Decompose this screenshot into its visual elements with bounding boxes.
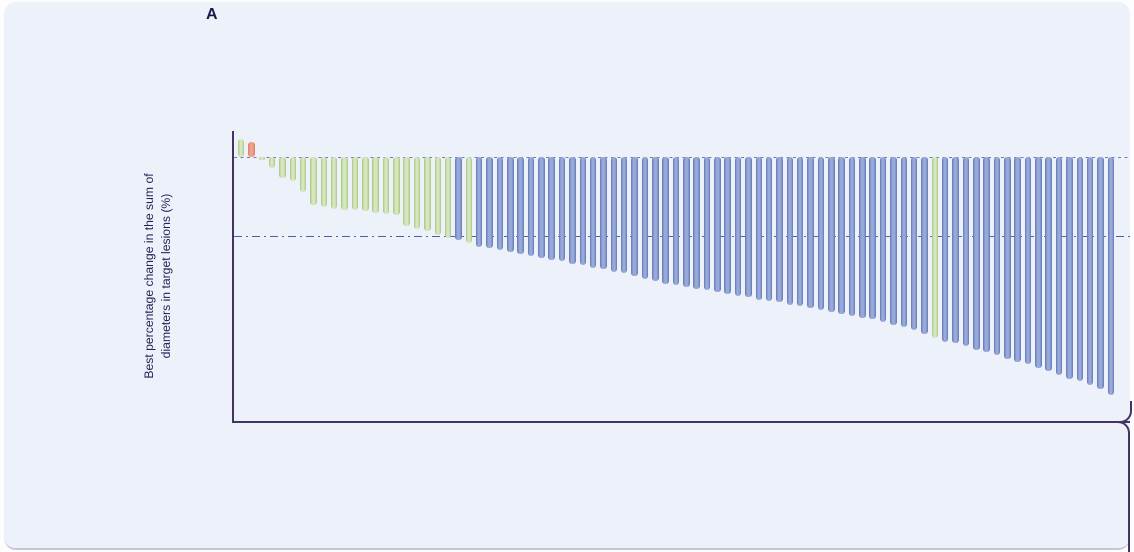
waterfall-bar [714,157,721,292]
waterfall-bar [745,157,752,298]
waterfall-bar [496,157,504,250]
waterfall-bar [662,157,669,284]
waterfall-bar [1035,157,1042,369]
waterfall-bar [993,157,1001,356]
legend [0,0,1134,120]
waterfall-bar [579,157,586,266]
plot-area [232,131,1132,423]
waterfall-bar [910,157,918,331]
waterfall-bar [652,157,659,282]
waterfall-bar [299,157,307,192]
waterfall-bar [941,157,949,342]
waterfall-bar [486,157,493,249]
waterfall-bar [310,157,317,205]
waterfall-bar [362,157,369,212]
waterfall-bar [455,157,462,241]
waterfall-bar [859,157,866,319]
waterfall-bar [828,157,835,312]
waterfall-bar [796,157,804,307]
waterfall-bar [724,157,731,295]
waterfall-bar [1086,157,1094,386]
waterfall-bar [1107,157,1115,395]
waterfall-bar [610,157,618,273]
waterfall-bar [1055,157,1063,375]
waterfall-bar [631,157,638,276]
waterfall-bar [465,157,473,244]
waterfall-bar [527,157,535,257]
waterfall-bar [475,157,483,247]
annotation-grid [232,455,1128,551]
waterfall-bar [1024,157,1032,365]
waterfall-bar [258,157,265,160]
waterfall-bar [507,157,514,253]
waterfall-bar [268,157,276,168]
waterfall-bar [403,157,410,226]
waterfall-bar [921,157,928,334]
waterfall-bar [517,157,524,254]
waterfall-bar [424,157,431,232]
waterfall-bar [879,157,887,323]
waterfall-bar [1045,157,1052,371]
waterfall-bar [641,157,649,279]
waterfall-bar [776,157,783,303]
waterfall-bar [600,157,607,270]
waterfall-bar [672,157,680,286]
waterfall-bar [393,157,400,216]
waterfall-bar [890,157,897,325]
waterfall-bar [330,157,338,209]
y-axis-title: Best percentage change in the sum of dia… [141,126,175,426]
waterfall-bar [548,157,555,261]
waterfall-bar [1076,157,1084,382]
waterfall-bar [765,157,773,302]
waterfall-bar [1097,157,1104,390]
waterfall-bar [848,157,856,316]
waterfall-bar [248,141,255,158]
waterfall-bar [983,157,990,353]
y-axis-title-line1: Best percentage change in the sum of [141,173,156,379]
waterfall-bar [1014,157,1021,362]
waterfall-bar [1004,157,1011,360]
axis-corner [1114,401,1132,423]
waterfall-bar [807,157,814,308]
waterfall-bar [755,157,763,300]
reference-line--30 [234,235,1130,238]
waterfall-bar [538,157,545,258]
waterfall-bar [693,157,700,290]
waterfall-bar [838,157,845,315]
waterfall-bar [869,157,876,320]
waterfall-bar [237,138,245,158]
waterfall-bar [703,157,711,291]
reference-line-0 [234,156,1130,159]
waterfall-bar [817,157,825,311]
waterfall-bar [786,157,794,305]
waterfall-bar [931,157,939,338]
waterfall-bar [279,157,286,179]
waterfall-bar [962,157,970,346]
waterfall-bar [569,157,576,265]
y-axis-title-line2: diameters in target lesions (%) [159,193,173,359]
panel-label: A [206,6,218,23]
waterfall-bar [434,157,442,236]
waterfall-bar [413,157,421,229]
waterfall-bar [341,157,348,211]
waterfall-bar [734,157,742,296]
waterfall-bar [900,157,908,328]
waterfall-bar [620,157,628,274]
waterfall-bar [289,157,297,182]
waterfall-bar [589,157,597,269]
waterfall-bar [444,157,452,238]
waterfall-bar [372,157,379,213]
waterfall-bar [558,157,566,262]
waterfall-bar [382,157,390,215]
waterfall-bar [1066,157,1073,379]
waterfall-bar [973,157,980,350]
waterfall-bar [351,157,359,211]
waterfall-bar [683,157,690,287]
waterfall-bar [320,157,328,208]
waterfall-bar [952,157,959,344]
